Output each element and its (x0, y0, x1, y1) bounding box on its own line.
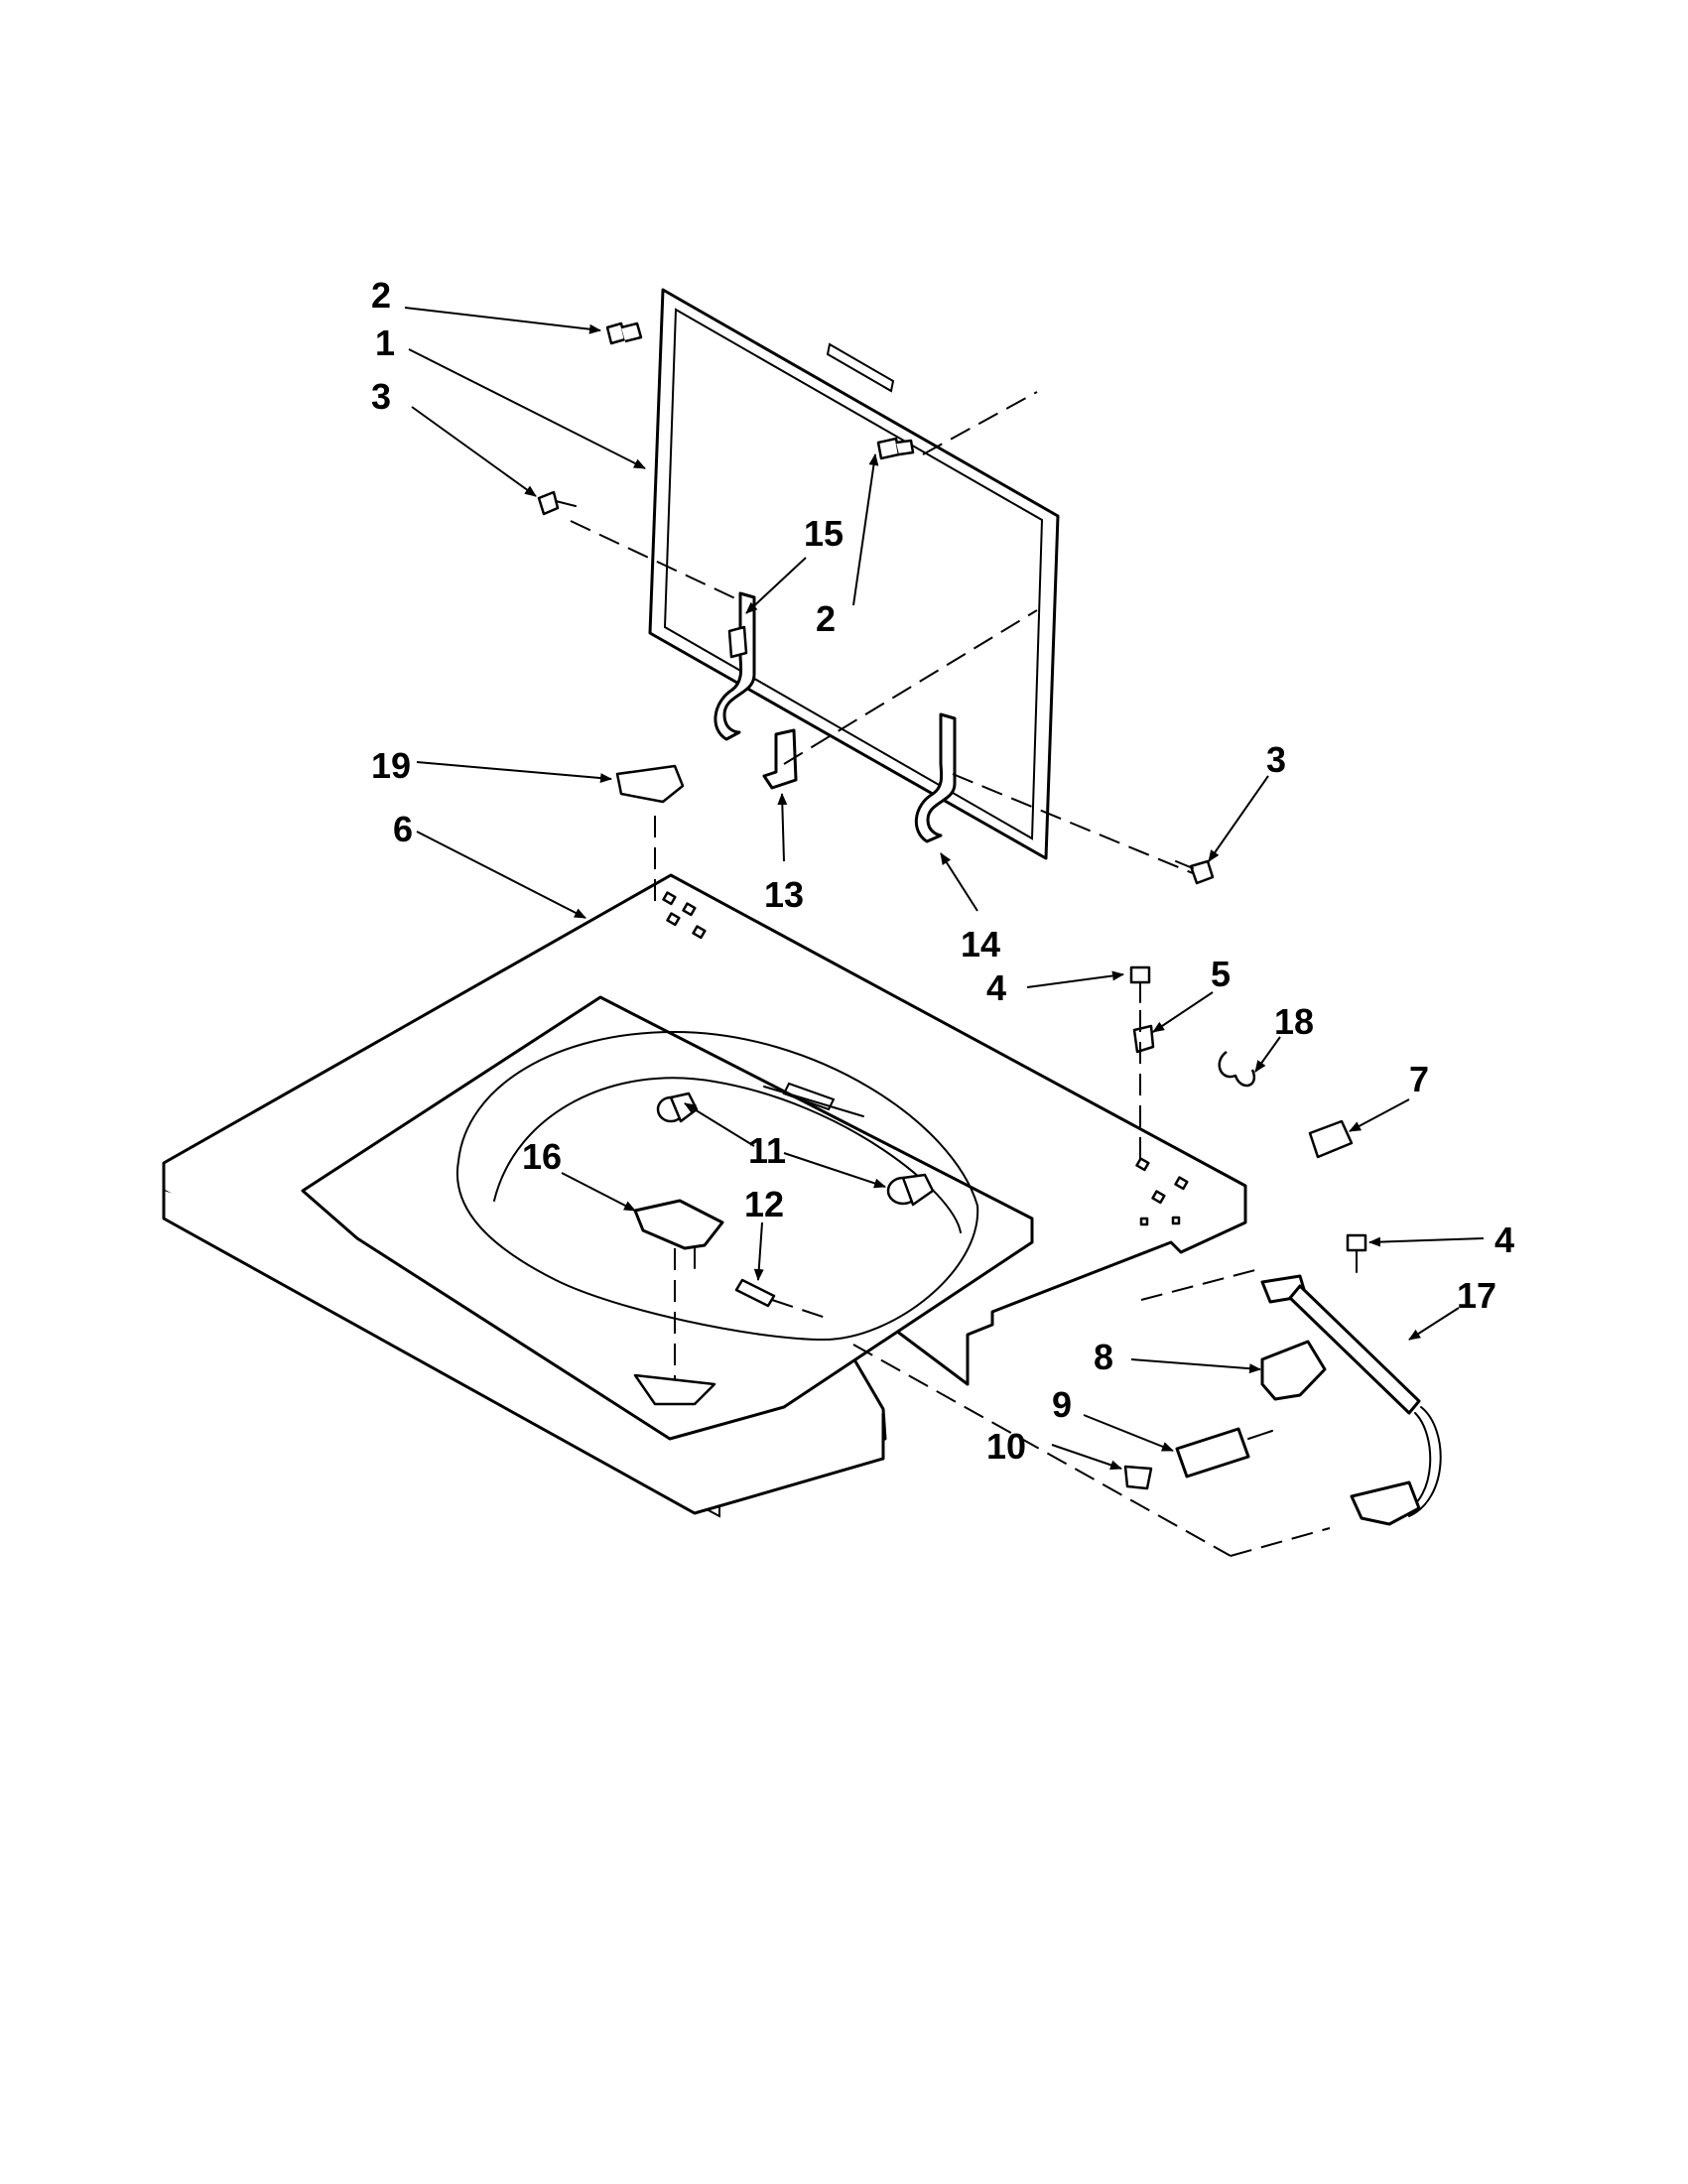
snubber-front (886, 1173, 935, 1207)
callout-4-lower: 4 (1494, 1220, 1514, 1260)
lid-frame (648, 288, 1060, 860)
callout-2-middle: 2 (816, 598, 836, 639)
nut-clip (1132, 1024, 1155, 1054)
callout-1: 1 (375, 322, 395, 363)
callout-14: 14 (961, 924, 1000, 964)
switch-clip (1308, 1119, 1354, 1159)
lid-bumper (615, 764, 685, 804)
callouts: 2 1 3 15 2 3 19 6 13 14 4 5 18 7 11 16 1… (371, 275, 1514, 1467)
callout-13: 13 (764, 874, 804, 915)
callout-19: 19 (371, 745, 411, 786)
hinge-spring-clip (727, 625, 748, 659)
callout-17: 17 (1457, 1275, 1496, 1316)
snubber-rear (656, 1092, 699, 1123)
callout-15: 15 (804, 513, 844, 554)
lid-switch-harness (1260, 1274, 1442, 1526)
hinge-right (914, 712, 957, 843)
callout-4-upper: 4 (986, 967, 1006, 1008)
switch-screw-top (1129, 965, 1151, 1003)
plunger-clip (1123, 1465, 1153, 1490)
callout-5: 5 (1211, 954, 1231, 994)
lid-switch-plunger (1175, 1427, 1273, 1478)
callout-11: 11 (748, 1130, 786, 1171)
washer-top-panel (162, 873, 1247, 1518)
hinge-screw-left (537, 490, 577, 516)
callout-6: 6 (393, 809, 413, 849)
callout-7: 7 (1409, 1059, 1429, 1099)
callout-16: 16 (522, 1136, 562, 1177)
leader-arrows (404, 307, 1485, 1471)
callout-12: 12 (744, 1184, 784, 1224)
callout-2-upper: 2 (371, 275, 391, 316)
callout-3-upper: 3 (371, 376, 391, 417)
alignment-lines (570, 391, 1331, 1557)
lid-pin-middle (876, 437, 915, 460)
callout-10: 10 (986, 1426, 1026, 1467)
callout-18: 18 (1274, 1001, 1314, 1042)
lid-pin-upper (605, 321, 643, 345)
lid-stop (633, 1199, 724, 1269)
hinge-mount-screw (734, 1278, 776, 1308)
switch-screw-bottom (1346, 1233, 1367, 1273)
hinge-screw-right (1175, 859, 1215, 885)
hinge-bracket (762, 728, 798, 790)
callout-9: 9 (1052, 1384, 1072, 1425)
lid-switch-actuator (1260, 1340, 1327, 1401)
callout-3-right: 3 (1266, 739, 1286, 780)
wire-clip (1218, 1050, 1256, 1088)
callout-8: 8 (1094, 1337, 1113, 1377)
